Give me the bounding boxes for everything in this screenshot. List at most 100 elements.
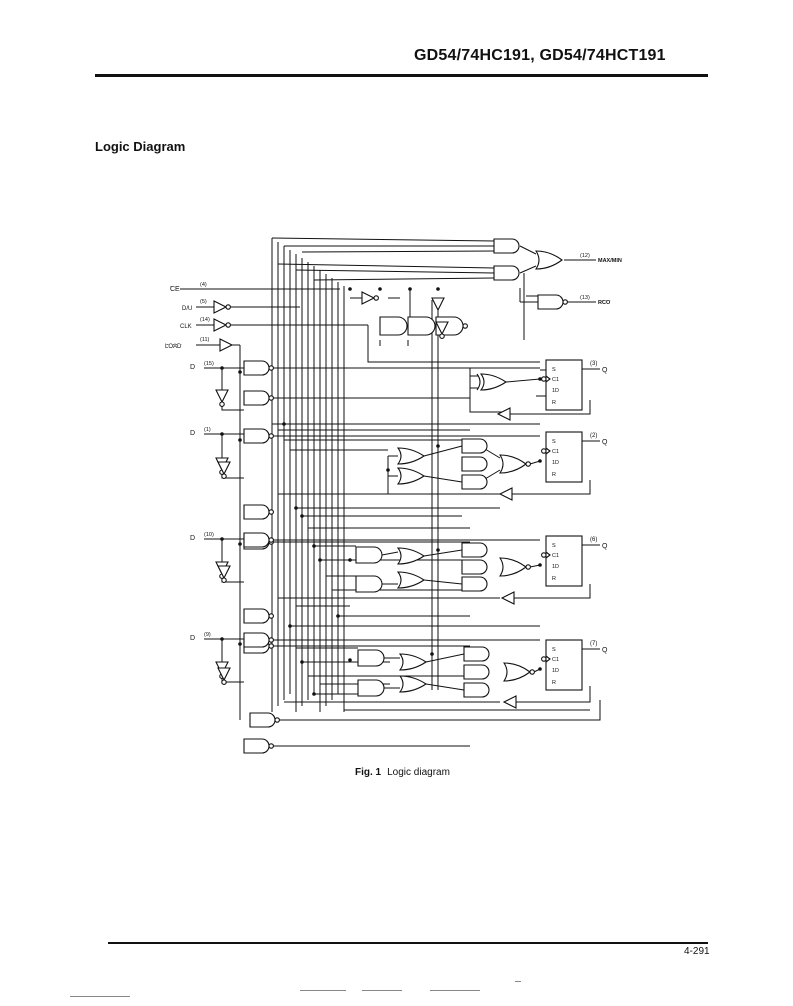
junction-dot	[220, 537, 224, 541]
inversion-bubble	[225, 322, 231, 328]
nand-gate	[243, 504, 270, 520]
and-gate	[493, 238, 520, 254]
inversion-bubble	[268, 509, 274, 515]
and-gate	[357, 649, 385, 667]
input-pin-number: (4)	[200, 282, 207, 288]
nor-gate	[502, 662, 531, 682]
and-gate	[463, 664, 490, 680]
inversion-bubble	[541, 376, 547, 382]
inverter	[361, 291, 376, 305]
wire-network	[180, 237, 601, 747]
junction-dot	[300, 514, 304, 518]
flip-flop	[545, 639, 583, 691]
and-gate	[461, 559, 488, 575]
buffer	[219, 338, 234, 352]
inversion-bubble	[529, 669, 535, 675]
nor-gate	[498, 557, 527, 577]
nand-gate	[243, 390, 270, 406]
inversion-bubble	[268, 613, 274, 619]
junction-dot	[336, 614, 340, 618]
nor-gate	[498, 454, 527, 474]
flip-flop-pin-label: S	[552, 367, 556, 373]
and-gate	[461, 474, 488, 490]
inversion-bubble	[562, 299, 568, 305]
or-gate	[396, 547, 425, 565]
nand-gate	[243, 738, 270, 754]
flip-flop-pin-label: C1	[552, 657, 559, 663]
and-gate	[357, 679, 385, 697]
junction-dot	[538, 459, 542, 463]
wire	[301, 250, 495, 253]
flip-flop-pin-label: C1	[552, 377, 559, 383]
wire	[425, 683, 465, 691]
xor-gate	[479, 373, 507, 391]
scan-artifact	[430, 990, 480, 991]
or-gate	[534, 250, 563, 270]
junction-dot	[538, 377, 542, 381]
flip-flop-pin-label: 1D	[552, 460, 559, 466]
inverter	[217, 461, 231, 476]
nand-gate	[243, 632, 270, 648]
junction-dot	[300, 660, 304, 664]
flip-flop-pin-label: 1D	[552, 564, 559, 570]
junction-dot	[294, 506, 298, 510]
inverter	[217, 565, 231, 580]
junction-dot	[238, 642, 242, 646]
data-input-label: D	[190, 635, 195, 642]
wire	[505, 378, 541, 383]
wire	[277, 263, 495, 269]
junction-dot	[348, 658, 352, 662]
or-gate	[396, 447, 425, 465]
output-label: Q	[602, 439, 608, 446]
flip-flop	[545, 431, 583, 483]
and-gate	[461, 438, 488, 454]
inverter	[213, 318, 228, 332]
junction-dot	[220, 432, 224, 436]
junction-dot	[312, 692, 316, 696]
output-label: RCO	[598, 300, 611, 306]
output-pin-number: (3)	[590, 361, 597, 367]
output-label: MAX/MIN	[598, 258, 622, 264]
buffer	[431, 297, 445, 312]
junction-dot	[378, 287, 382, 291]
inversion-bubble	[373, 295, 379, 301]
wire	[519, 245, 537, 255]
inversion-bubble	[221, 473, 227, 479]
wire	[512, 480, 591, 495]
junction-dot	[538, 563, 542, 567]
flip-flop-pin-label: S	[552, 543, 556, 549]
clock-marker	[545, 375, 551, 383]
wire	[469, 368, 510, 413]
junction-dot	[238, 438, 242, 442]
input-pin-number: (14)	[200, 317, 210, 323]
flip-flop-pin-label: 1D	[552, 668, 559, 674]
figure-caption-label: Fig. 1	[355, 767, 382, 778]
wire	[423, 445, 463, 457]
nand-gate	[243, 608, 270, 624]
wire	[514, 584, 591, 599]
clock-marker	[545, 447, 551, 455]
buffer	[496, 407, 511, 421]
junction-dot	[348, 287, 352, 291]
junction-dot	[436, 548, 440, 552]
nand-gate	[243, 532, 270, 548]
flip-flop	[545, 535, 583, 587]
input-pin-number: (9)	[204, 632, 211, 638]
section-heading: Logic Diagram	[95, 139, 186, 154]
output-pin-number: (6)	[590, 537, 597, 543]
and-gate	[355, 546, 383, 564]
scan-artifact	[300, 990, 346, 991]
flip-flop-pin-label: R	[552, 576, 556, 582]
inverter	[215, 389, 229, 404]
inversion-bubble	[541, 552, 547, 558]
junction-dot	[430, 652, 434, 656]
and-gate	[379, 316, 408, 336]
output-pin-number: (7)	[590, 641, 597, 647]
or-gate	[396, 571, 425, 589]
inversion-bubble	[221, 577, 227, 583]
inversion-bubble	[525, 461, 531, 467]
inverter	[217, 667, 231, 682]
input-label: D/U	[182, 306, 192, 312]
